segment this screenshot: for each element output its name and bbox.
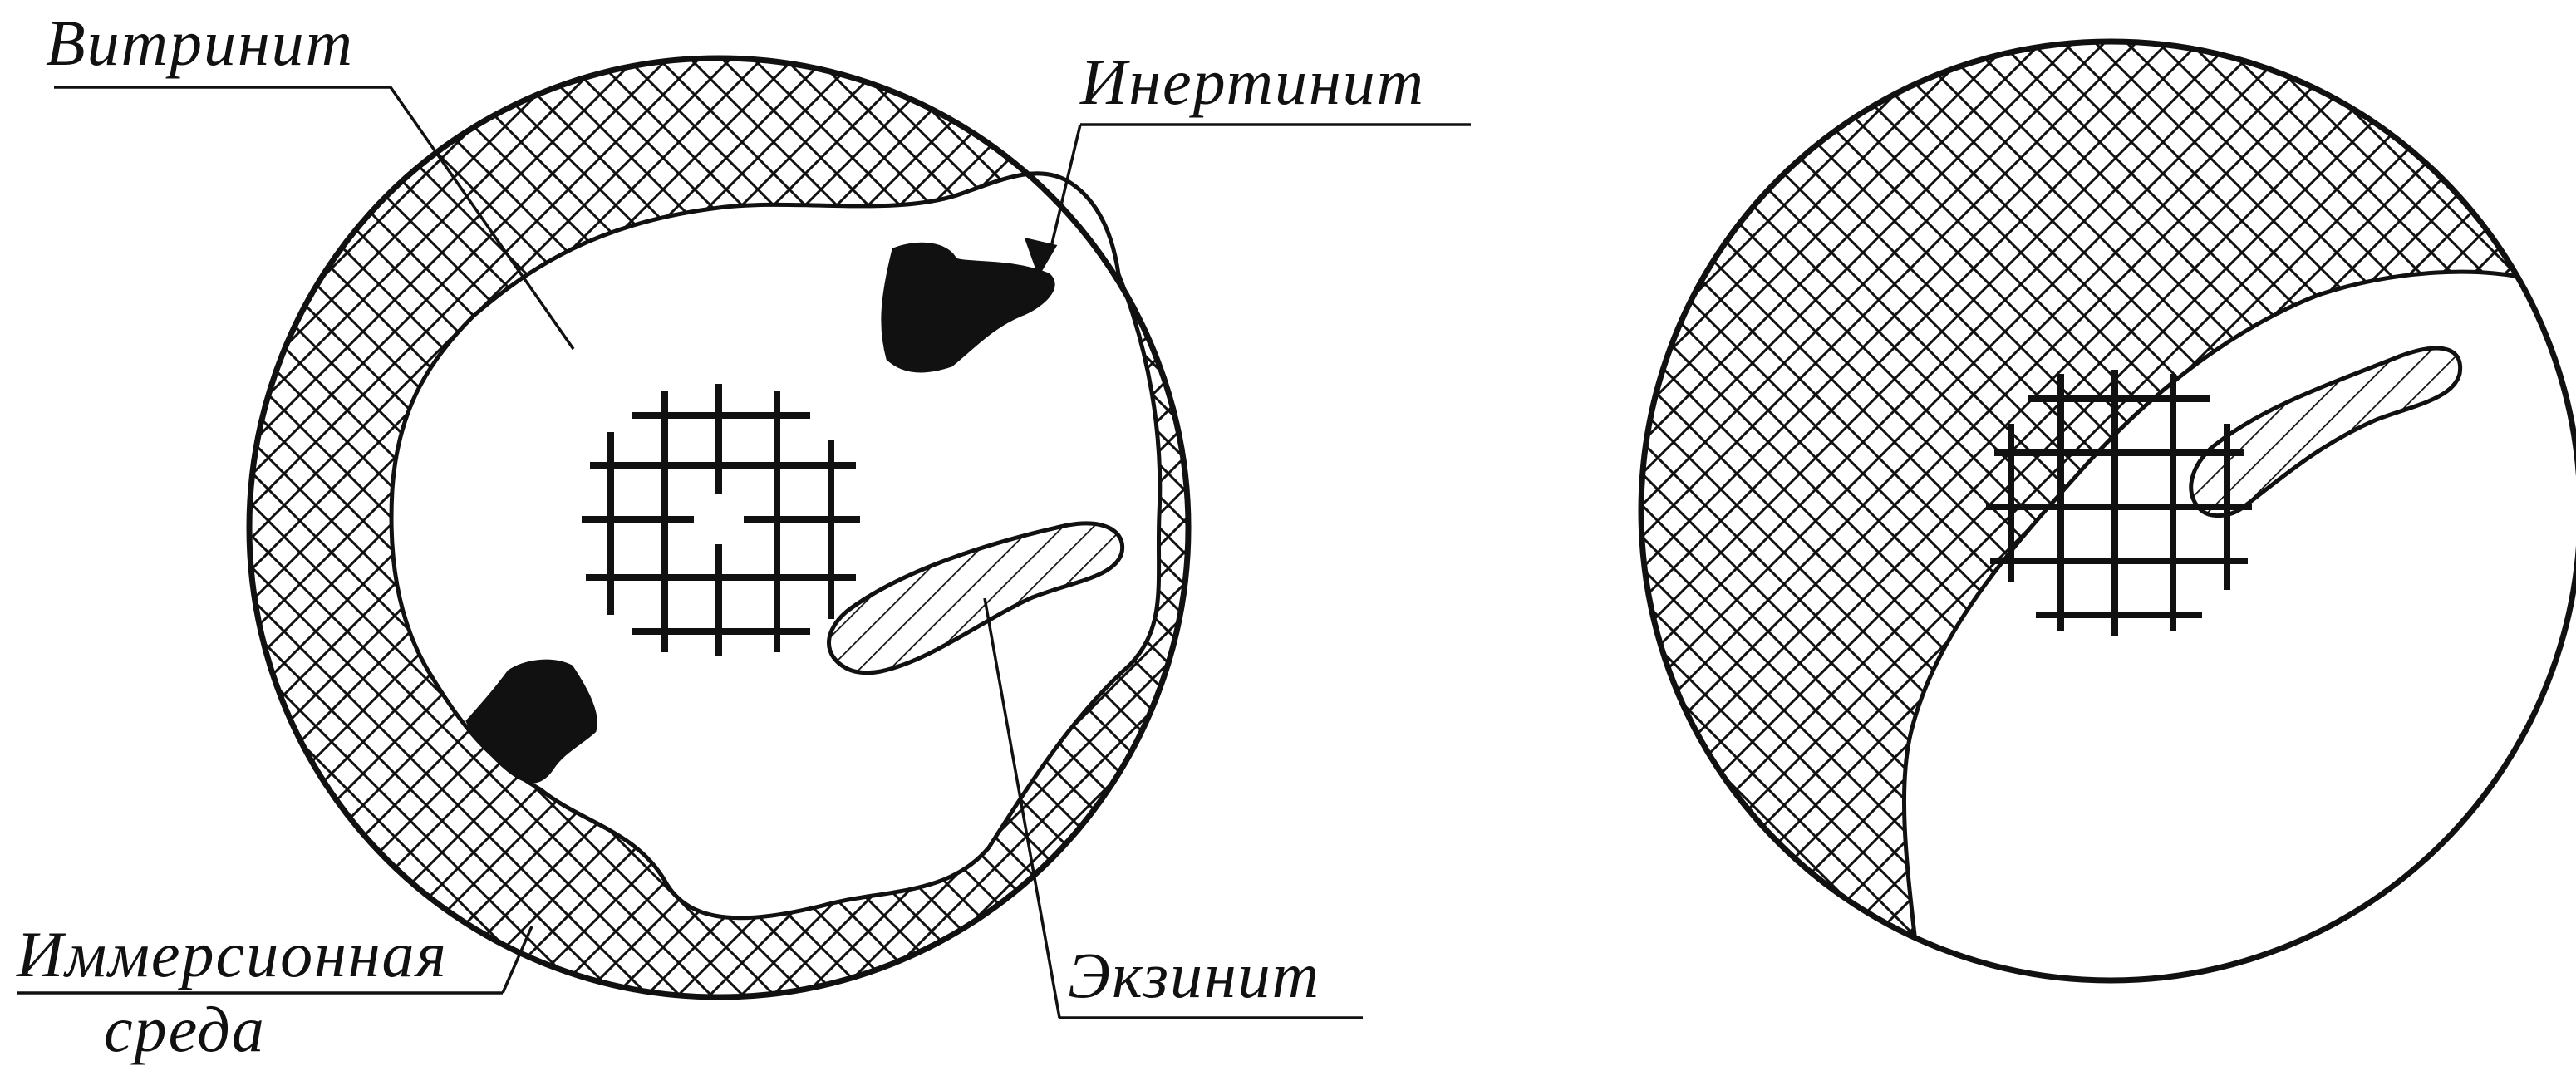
left-field-of-view [249, 58, 1188, 997]
label-immersion-group: Иммерсионная среда [16, 918, 532, 1065]
label-exinite: Экзинит [1068, 939, 1320, 1011]
label-immersion-line2: среда [104, 993, 266, 1065]
label-vitrinite: Витринит [46, 7, 354, 79]
label-inertinite: Инертинит [1079, 46, 1425, 118]
label-immersion-line1: Иммерсионная [16, 918, 448, 990]
right-field-of-view [1641, 42, 2576, 1066]
